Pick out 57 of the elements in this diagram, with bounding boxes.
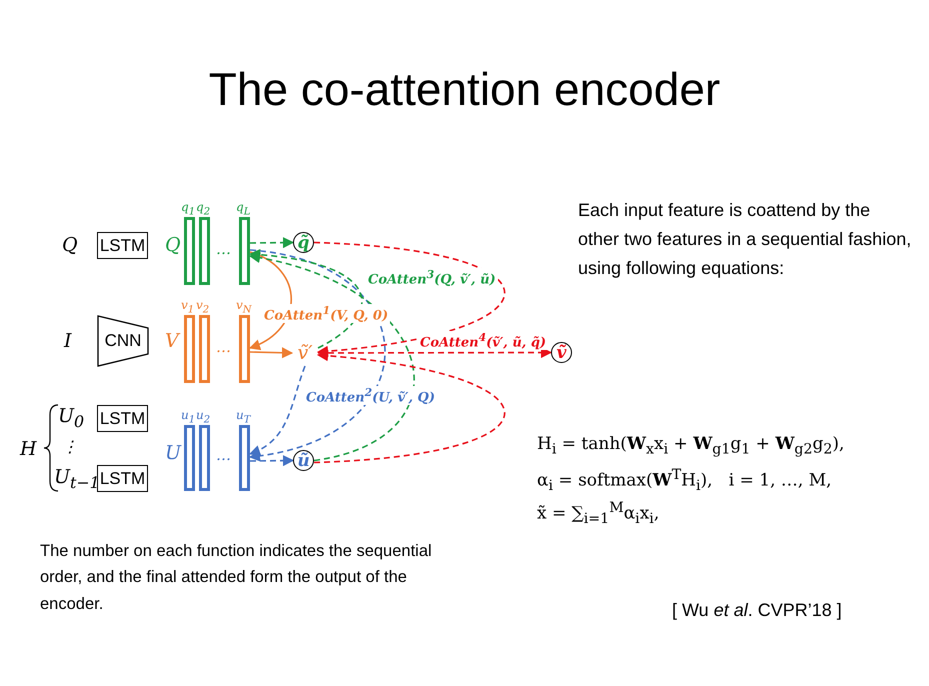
feature-bar [239,315,250,383]
edge-label: CoAtten$^{1}$(V, Q, 0) [262,304,390,324]
subscript-label: v$_{1}$ [181,298,194,316]
subscript-label: u$_{2}$ [196,408,210,426]
subscript-label: v$_{2}$ [196,298,210,316]
math-symbol: H [20,438,37,460]
feature-bar [239,425,250,491]
math-symbol: … [216,446,231,464]
equation: x̃ = ∑$_{i=1}$$^{M}$α$_{i}$x$_{i}$, [537,500,660,528]
note-text: Each input feature is coattend by the other two features in a sequential fashion, using following equations: [578,199,912,280]
subscript-label: u$_{T}$ [236,408,250,426]
feature-bar [184,425,195,491]
math-symbol: V [165,330,179,352]
subscript-label: q$_{1}$ [181,200,196,218]
circled-symbol: ṽ [551,342,572,363]
arrow [314,350,506,464]
arrow [250,237,294,248]
circled-symbol: ũ [293,450,314,471]
title: The co-attention encoder [208,62,722,116]
subscript-label: u$_{1}$ [181,408,196,426]
feature-bar [199,425,210,491]
math-symbol: U [165,442,182,464]
math-symbol: I [64,330,72,352]
arrow [250,455,294,466]
cnn-trapezoid: CNN [97,315,149,367]
lstm-box: LSTM [97,232,148,259]
citation: [ Wu et al. CVPR’18 ] [672,599,842,622]
subscript-label: v$_{N}$ [236,298,252,316]
equation: α$_{i}$ = softmax(W$^{T}$H$_{i}$), i = 1, …, M, [537,467,832,494]
math-symbol: … [216,240,231,258]
math-symbol: ⋮ [62,437,78,456]
note-text: The number on each function indicates the sequential order, and the final attended form the output of the encoder. [40,541,433,615]
edge-label: CoAtten$^{4}$(ṽ′, ũ, q̃) [418,331,548,350]
circled-symbol: q̃ [293,232,314,253]
math-symbol: … [216,338,231,356]
subscript-label: q$_{2}$ [196,200,210,218]
feature-bar [199,217,210,285]
math-symbol: U$_{t−1}$ [54,466,100,492]
math-symbol: U$_{0}$ [58,405,84,431]
equation: H$_{i}$ = tanh(W$_{x}$x$_{i}$ + W$_{g1}$g$_{1}$ + W$_{g2}$g$_{2}$), [537,434,844,458]
arrow [248,366,306,456]
arrow [250,347,294,358]
arrow [314,242,506,357]
edge-label: CoAtten$^{3}$(Q, ṽ′, ũ) [366,268,498,288]
arrow [248,252,415,462]
arrow [248,249,363,349]
subscript-label: q$_{L}$ [236,200,250,218]
lstm-box: LSTM [97,465,148,492]
feature-bar [184,315,195,383]
lstm-box: LSTM [97,405,148,432]
feature-bar [239,217,250,285]
arrow [248,249,386,461]
math-symbol: Q [165,234,181,256]
math-symbol: ṽ′ [292,340,318,366]
math-symbol: Q [62,234,78,256]
feature-bar [199,315,210,383]
feature-bar [184,217,195,285]
